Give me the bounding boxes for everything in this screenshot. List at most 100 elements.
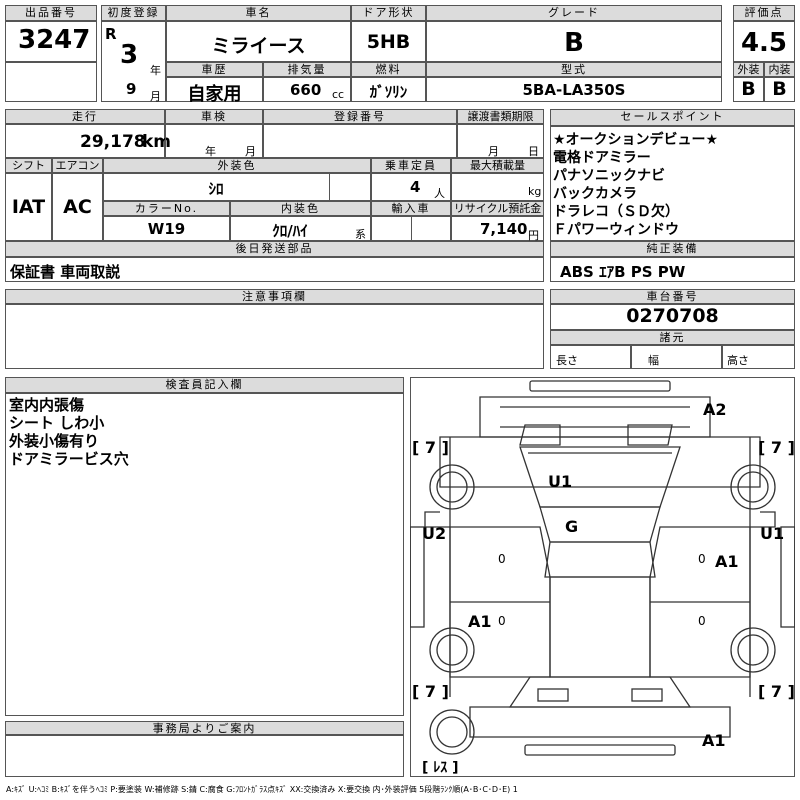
roof: [539, 506, 661, 543]
inspection-label: 車検: [165, 109, 263, 124]
dims-label: 諸元: [550, 330, 795, 345]
lot-number: 3247: [18, 25, 91, 55]
tire-tread-tl: [ 7 ]: [412, 438, 449, 457]
mark-a1-left: A1: [468, 612, 492, 631]
colorno: W19: [147, 220, 186, 238]
tire-rear-right: [730, 627, 776, 673]
km-unit: km: [142, 132, 172, 152]
mark-a2-top: A2: [703, 400, 727, 419]
length-box: [550, 345, 631, 369]
sales-item: バックカメラ: [553, 186, 637, 202]
height-label: 高さ: [727, 354, 749, 367]
legend: A:ｷｽﾞ U:ﾍｺﾐ B:ｷｽﾞを伴うﾍｺﾐ P:要塗装 W:補修跡 S:錆 …: [6, 785, 518, 794]
grade-label: グレード: [426, 5, 722, 21]
lot-box: [5, 21, 97, 62]
load-unit: kg: [528, 185, 542, 198]
door-box: [351, 21, 426, 62]
int-label: 内装: [764, 62, 795, 77]
mark-a1-right: A1: [715, 552, 739, 571]
inspector-item: 室内内張傷: [9, 396, 85, 414]
deferred-label: 後日発送部品: [5, 241, 544, 257]
mark-g-glass: G: [565, 517, 578, 536]
mirror-right: [750, 511, 776, 528]
inspector-item: 外装小傷有り: [9, 432, 100, 450]
ext-grade: B: [741, 78, 756, 100]
fuel: ｶﾞｿﾘﾝ: [369, 83, 408, 101]
reg-year-unit: 年: [150, 64, 161, 77]
zero-left-2: 0: [498, 614, 506, 628]
taillamp-left: [537, 688, 569, 702]
model-box: [426, 77, 722, 102]
rear-hatch: [508, 676, 692, 708]
lot-blank-box: [5, 62, 97, 102]
reg-era: R: [105, 25, 117, 43]
reg-year: 3: [120, 40, 139, 70]
reg-month: 9: [126, 80, 137, 98]
model: 5BA-LA350S: [522, 81, 626, 99]
inspector-list: 室内内張傷 シート しわ小 外装小傷有り ドアミラービス穴: [9, 396, 129, 468]
office-box: [5, 735, 404, 777]
length-label: 長さ: [556, 354, 578, 367]
equipment-value: ABS ｴｱB PS PW: [560, 263, 686, 281]
colorno-label: カラーNo.: [103, 201, 230, 216]
notes-box: [5, 304, 544, 369]
tire-front-right: [730, 464, 776, 510]
transfer-box: [457, 124, 544, 158]
door-label: ドア形状: [351, 5, 426, 21]
score-box: [733, 21, 795, 62]
rear-panel: [469, 706, 731, 738]
headlamp-right: [627, 424, 673, 446]
sales-label: セールスポイント: [550, 109, 795, 126]
fuel-box: [351, 77, 426, 102]
mark-u2-left: U2: [422, 524, 446, 543]
sales-item: パナソニックナビ: [553, 168, 665, 184]
spare-status: [ ﾚｽ ]: [422, 760, 459, 776]
history-label: 車歴: [166, 62, 263, 77]
width-box: [631, 345, 722, 369]
taillamp-right: [631, 688, 663, 702]
reg-month-unit: 月: [150, 90, 161, 103]
interior-label: 内装色: [230, 201, 371, 216]
tire-tread-bl: [ 7 ]: [412, 682, 449, 701]
grade: B: [564, 28, 584, 58]
mirror-left: [424, 511, 450, 528]
capacity-unit: 人: [434, 187, 445, 200]
color-label: 外装色: [103, 158, 371, 173]
history-box: [166, 77, 263, 102]
import-divider: [411, 216, 412, 241]
name-box: [166, 21, 351, 62]
inspector-label: 検査員記入欄: [5, 377, 404, 393]
mileage: 29,178: [80, 132, 146, 152]
deferred-box: [5, 257, 544, 282]
reg-box: [101, 21, 166, 102]
spare-tire: [429, 709, 475, 755]
cargo-area: [549, 576, 651, 678]
width-label: 幅: [648, 354, 659, 367]
ext-label: 外装: [733, 62, 764, 77]
mark-u1-roof: U1: [548, 472, 572, 491]
capacity-label: 乗車定員: [371, 158, 451, 173]
mark-a1-bottom: A1: [702, 731, 726, 750]
reg-label: 初度登録: [101, 5, 166, 21]
car-name: ミライース: [211, 35, 306, 57]
rear-bumper-shape: [524, 744, 676, 756]
regno-label: 登録番号: [263, 109, 457, 124]
inspection-box: [165, 124, 263, 158]
shift-box: [5, 173, 52, 241]
int-grade: B: [772, 78, 787, 100]
import-label: 輸入車: [371, 201, 451, 216]
displacement-box: [263, 77, 351, 102]
notes-label: 注意事項欄: [5, 289, 544, 304]
side-skirt-left: [410, 526, 425, 628]
colorno-box: [103, 216, 230, 241]
shift: IAT: [11, 196, 46, 218]
sales-item: Ｆパワーウィンドウ: [553, 222, 679, 238]
transfer-month-unit: 月: [488, 145, 499, 158]
front-fender-outline: [439, 436, 761, 488]
ac-box: [52, 173, 103, 241]
color-divider: [329, 173, 330, 201]
transfer-day-unit: 日: [528, 145, 539, 158]
load-box: [451, 173, 544, 201]
color-box: [103, 173, 371, 201]
zero-right-2: 0: [698, 614, 706, 628]
